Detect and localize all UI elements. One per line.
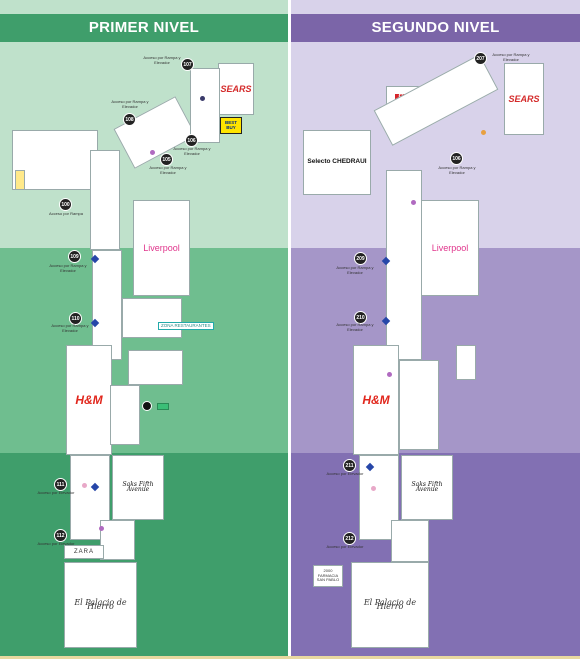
access-label-107: Acceso por Rampa y Elevador [143,55,181,65]
saks-logo-2: Saks Fifth Avenue [411,481,443,493]
zara-store[interactable]: ZARA [64,545,104,559]
footer-border [0,656,580,659]
access-pin-212[interactable]: 212 [343,532,356,545]
access-pin-100[interactable]: 100 [59,198,72,211]
access-label-207: Acceso por Rampa y Elevador [492,52,530,62]
liverpool-logo-2: Liverpool [431,242,469,253]
restaurant-zone-label: ZONA RESTAURANTES [158,322,214,330]
sears-store-2[interactable]: SEARS [504,63,544,135]
second-level-panel: SEGUNDO NIVEL Cinemex Antara Polanco SEA… [291,0,580,659]
palacio-store-2[interactable]: El Palacio de Hierro [351,562,429,648]
access-label-108: Acceso por Rampa y Elevador [111,99,149,109]
taxi-stop-icon [142,401,152,411]
hm-store-2[interactable]: H&M [353,345,399,455]
sears-logo: SEARS [220,83,252,94]
food-icon [481,130,486,135]
taxi-label [157,403,169,410]
palacio-logo: El Palacio de Hierro [74,597,127,611]
palacio-store[interactable]: El Palacio de Hierro [64,562,137,648]
store-block-top-right[interactable] [190,68,220,143]
chedraui-store[interactable]: Selecto CHEDRAUI [303,130,371,195]
access-pin-209[interactable]: 209 [354,252,367,265]
access-pin-211[interactable]: 211 [343,459,356,472]
access-label-105: Acceso por Rampa y Elevador [149,165,187,175]
store-block-corridor-2[interactable] [92,250,122,360]
access-label-212: Acceso por Elevador [326,544,364,549]
saks-store-2[interactable]: Saks Fifth Avenue [401,455,453,520]
hm-logo-2: H&M [362,392,390,407]
yellow-kiosk[interactable] [15,170,25,190]
saks-logo: Saks Fifth Avenue [122,481,154,493]
bestbuy-store[interactable]: BEST BUY [220,117,242,134]
hm-logo: H&M [75,392,103,407]
access-label-100: Acceso por Rampa [48,211,83,216]
access-pin-210[interactable]: 210 [354,311,367,324]
first-level-panel: PRIMER NIVEL SEARS BEST BUY Liverpool ZO… [0,0,288,659]
sears-logo-2: SEARS [508,93,540,104]
restroom-icon [371,486,376,491]
info-icon [411,200,416,205]
bestbuy-logo: BEST BUY [224,120,237,130]
access-pin-110[interactable]: 110 [69,312,82,325]
access-pin-207[interactable]: 207 [474,52,487,65]
info-icon [99,526,104,531]
palacio-logo-2: El Palacio de Hierro [363,597,417,611]
access-label-110: Acceso por Rampa y Elevador [51,323,89,333]
info-icon [387,372,392,377]
store-block-lower-corridor[interactable] [110,385,140,445]
farmacia-label: 2000 FARMACIA SAN PABLO [316,568,340,583]
access-pin-105[interactable]: 105 [160,153,173,166]
access-label-111: Acceso por Elevador [37,490,75,495]
farmacia-store[interactable]: 2000 FARMACIA SAN PABLO [313,565,343,587]
store-block-restaurants[interactable] [122,298,182,338]
store-block-bottom-mid[interactable] [100,520,135,560]
atm-icon [200,96,205,101]
access-pin-106[interactable]: 106 [185,134,198,147]
access-pin-107[interactable]: 107 [181,58,194,71]
liverpool-store-2[interactable]: Liverpool [421,200,479,296]
sears-store[interactable]: SEARS [218,63,254,115]
access-pin-106-second[interactable]: 106 [450,152,463,165]
hm-store[interactable]: H&M [66,345,112,455]
access-label-109: Acceso por Rampa y Elevador [49,263,87,273]
chedraui-logo: Selecto CHEDRAUI [307,158,367,166]
restroom-icon [82,483,87,488]
second-level-title: SEGUNDO NIVEL [291,14,580,42]
access-pin-109[interactable]: 109 [68,250,81,263]
access-label-106-second: Acceso por Rampa y Elevador [438,165,476,175]
first-level-title: PRIMER NIVEL [0,14,288,42]
store-block-center[interactable] [128,350,183,385]
access-label-106: Acceso por Rampa y Elevador [173,146,211,156]
store-block-corridor-1[interactable] [90,150,120,250]
access-label-112: Acceso por Elevador [37,541,75,546]
zara-logo: ZARA [73,548,94,555]
store-block-bottom-mid-2[interactable] [391,520,429,562]
access-pin-112[interactable]: 112 [54,529,67,542]
liverpool-store[interactable]: Liverpool [133,200,190,296]
access-pin-108[interactable]: 108 [123,113,136,126]
info-icon [150,150,155,155]
access-pin-111[interactable]: 111 [54,478,67,491]
access-label-209: Acceso por Rampa y Elevador [336,265,374,275]
store-block-mid-2[interactable] [399,360,439,450]
liverpool-logo: Liverpool [143,242,180,253]
store-block-stairs[interactable] [456,345,476,380]
access-label-211: Acceso por Elevador [326,471,364,476]
store-block-corridor-2a[interactable] [386,170,422,360]
saks-store[interactable]: Saks Fifth Avenue [112,455,164,520]
access-label-210: Acceso por Rampa y Elevador [336,322,374,332]
